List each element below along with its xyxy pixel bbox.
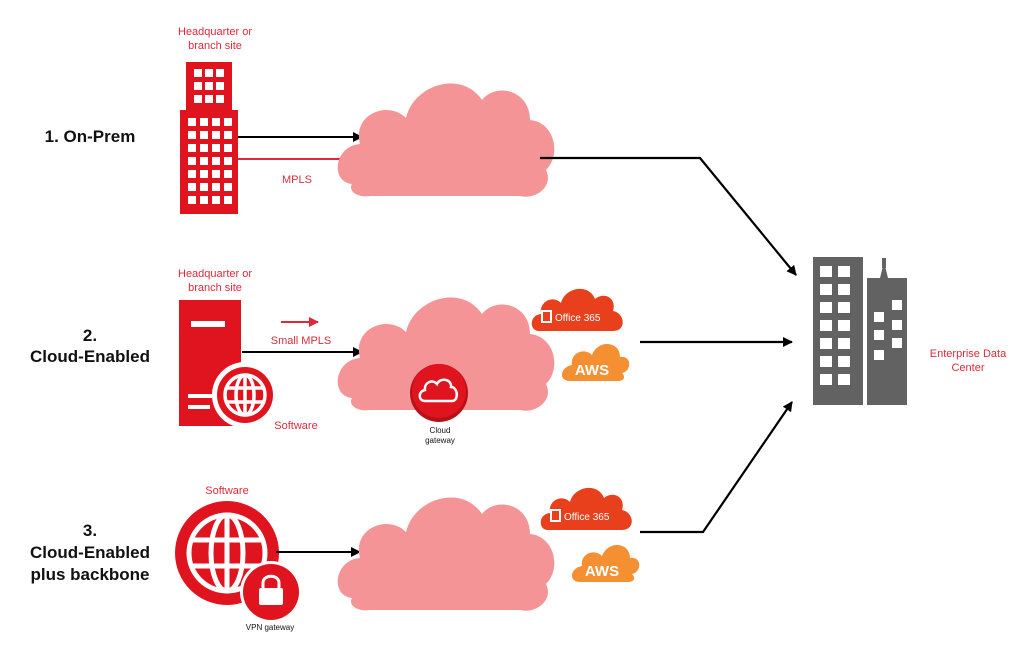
small-mpls-label: Small MPLS — [271, 335, 332, 347]
window — [200, 131, 208, 139]
window — [838, 320, 850, 331]
cloud-gateway-label: gateway — [425, 436, 455, 445]
vpn-gateway-label: VPN gateway — [246, 623, 294, 632]
window — [188, 170, 196, 178]
window — [188, 118, 196, 126]
window — [224, 170, 232, 178]
skyscraper-icon — [813, 257, 907, 405]
window — [224, 144, 232, 152]
mpls-label: MPLS — [282, 174, 312, 186]
window — [820, 284, 832, 295]
window — [224, 183, 232, 191]
window — [205, 95, 213, 103]
hq2-label: Headquarter or — [178, 268, 252, 280]
row1-to-datacenter-arrow — [540, 156, 797, 276]
window — [820, 356, 832, 367]
padlock-icon — [240, 561, 302, 623]
window — [194, 82, 202, 90]
row3-to-datacenter-arrow — [640, 401, 793, 534]
window — [216, 69, 224, 77]
window — [200, 183, 208, 191]
window — [212, 183, 220, 191]
window — [212, 131, 220, 139]
window — [820, 320, 832, 331]
window — [188, 196, 196, 204]
row3-title-line: Cloud-Enabled — [30, 543, 150, 562]
row3-title-line: plus backbone — [30, 565, 149, 584]
office365-badge: Office 365 — [540, 487, 632, 530]
window — [205, 82, 213, 90]
window — [212, 144, 220, 152]
window — [838, 266, 850, 277]
row3-title-line: 3. — [83, 521, 97, 540]
cloud-icon — [337, 83, 555, 197]
aws-label: AWS — [575, 362, 609, 379]
window — [194, 69, 202, 77]
window — [216, 82, 224, 90]
window — [874, 350, 884, 360]
window — [212, 196, 220, 204]
window — [838, 338, 850, 349]
window — [200, 170, 208, 178]
window — [224, 131, 232, 139]
row2-title: 2. Cloud-Enabled — [30, 326, 150, 366]
window — [224, 157, 232, 165]
software-label-row2: Software — [274, 420, 317, 432]
hq1-label: branch site — [188, 40, 242, 52]
row2-title-line: Cloud-Enabled — [30, 347, 150, 366]
office-building-icon — [180, 62, 238, 214]
window — [188, 144, 196, 152]
window — [212, 157, 220, 165]
window — [820, 266, 832, 277]
window — [838, 374, 850, 385]
window — [188, 131, 196, 139]
window — [205, 69, 213, 77]
hq2-label: branch site — [188, 282, 242, 294]
datacenter-label: Center — [951, 362, 984, 374]
window — [216, 95, 224, 103]
aws-label: AWS — [585, 563, 619, 580]
window — [188, 157, 196, 165]
window — [200, 144, 208, 152]
window — [874, 312, 884, 322]
window — [194, 95, 202, 103]
window — [838, 302, 850, 313]
window — [838, 356, 850, 367]
office365-label: Office 365 — [564, 512, 610, 523]
aws-badge: AWS — [561, 343, 630, 381]
office365-label: Office 365 — [555, 313, 601, 324]
office365-badge: Office 365 — [531, 288, 623, 331]
datacenter-label: Enterprise Data — [930, 348, 1007, 360]
window — [838, 284, 850, 295]
window — [200, 196, 208, 204]
window — [874, 330, 884, 340]
row3-title: 3. Cloud-Enabled plus backbone — [30, 521, 150, 584]
window — [892, 338, 902, 348]
window — [820, 374, 832, 385]
software-label-row3: Software — [205, 485, 248, 497]
window — [820, 302, 832, 313]
window — [212, 118, 220, 126]
window — [200, 157, 208, 165]
window — [892, 320, 902, 330]
window — [224, 118, 232, 126]
window — [212, 170, 220, 178]
window — [892, 300, 902, 310]
row1-title: 1. On-Prem — [45, 127, 136, 146]
cloud-icon — [337, 497, 555, 611]
window — [188, 183, 196, 191]
window — [820, 338, 832, 349]
hq1-label: Headquarter or — [178, 26, 252, 38]
aws-badge: AWS — [571, 544, 640, 582]
server-globe-icon — [179, 300, 278, 428]
cloud-gateway-icon — [410, 364, 468, 422]
cloud-gateway-label: Cloud — [430, 426, 451, 435]
window — [200, 118, 208, 126]
row1-title-line: 1. On-Prem — [45, 127, 136, 146]
row2-title-line: 2. — [83, 326, 97, 345]
window — [224, 196, 232, 204]
